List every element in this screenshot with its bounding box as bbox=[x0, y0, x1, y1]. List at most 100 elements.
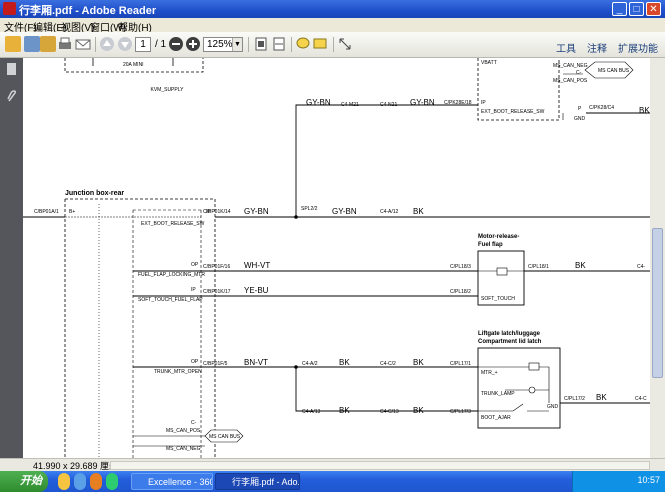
comment-link[interactable]: 注释 bbox=[587, 44, 607, 55]
bottom-c-minus: C- bbox=[191, 420, 197, 426]
close-button[interactable]: ✕ bbox=[646, 2, 661, 16]
row3-dir: IP bbox=[191, 287, 196, 293]
task-adobe-reader[interactable]: 行李厢.pdf - Ado... bbox=[215, 473, 300, 490]
row4-wire: BN-VT bbox=[244, 358, 268, 367]
row2-signal: FUEL_FLAP_LOCKING_MTR bbox=[138, 272, 205, 278]
row2-dir: OP bbox=[191, 262, 199, 268]
row5-c2: C4-C/13 bbox=[380, 409, 399, 415]
menu-window[interactable]: 窗口(W) bbox=[90, 23, 127, 34]
liftgate-edge: C4-C bbox=[635, 396, 647, 402]
row4-dir: OP bbox=[191, 359, 199, 365]
next-page-icon[interactable] bbox=[117, 36, 133, 52]
firefox-icon[interactable] bbox=[90, 473, 102, 490]
page-number-input[interactable]: 1 bbox=[135, 37, 151, 52]
row5-c1: C4-A/13 bbox=[302, 409, 321, 415]
system-tray: 10:57 bbox=[572, 471, 665, 492]
kvm-supply-label: KVM_SUPPLY bbox=[151, 87, 185, 93]
fit-page-icon[interactable] bbox=[253, 36, 269, 52]
row4-c1: C4-A/2 bbox=[302, 361, 318, 367]
clock: 10:57 bbox=[637, 475, 660, 485]
ie-icon[interactable] bbox=[74, 473, 86, 490]
ms-can-neg-label: MS_CAN_NEG bbox=[553, 63, 588, 69]
pages-icon[interactable] bbox=[6, 63, 17, 76]
toolbar: 1 / 1 125%▼ 工具 注释 扩展功能 bbox=[0, 32, 665, 58]
chevron-down-icon[interactable]: ▼ bbox=[232, 38, 242, 51]
previous-page-icon[interactable] bbox=[99, 36, 115, 52]
row2-dest: C/PL18/3 bbox=[450, 264, 471, 270]
row5-w2: BK bbox=[413, 406, 424, 415]
horizontal-scrollbar[interactable] bbox=[110, 461, 650, 470]
liftgate-out: C/PL17/2 bbox=[564, 396, 585, 402]
liftgate-lamp: TRUNK_LAMP bbox=[481, 391, 515, 397]
menu-edit[interactable]: 编辑(E) bbox=[33, 23, 67, 34]
task-excellence[interactable]: Excellence - 360... bbox=[131, 473, 213, 490]
junction-wire2: GY-BN bbox=[332, 207, 357, 216]
row4-w1: BK bbox=[339, 358, 350, 367]
fuel-flap-title1: Motor-release- bbox=[478, 234, 519, 240]
vertical-scrollbar[interactable] bbox=[650, 58, 665, 460]
extend-link[interactable]: 扩展功能 bbox=[618, 44, 658, 55]
row3-wire: YE-BU bbox=[244, 286, 269, 295]
scroll-thumb[interactable] bbox=[652, 228, 663, 378]
junction-ip: IP bbox=[206, 209, 211, 215]
adobe-reader-icon bbox=[3, 2, 16, 15]
ms-can-pos-label: MS_CAN_POS bbox=[553, 78, 588, 84]
liftgate-wire: BK bbox=[596, 393, 607, 402]
right-wire-label: BK bbox=[639, 106, 650, 115]
row1-wire1: GY-BN bbox=[306, 98, 331, 107]
start-button[interactable]: 开始 bbox=[0, 471, 48, 492]
edit-icon[interactable] bbox=[24, 36, 40, 52]
tools-link[interactable]: 工具 bbox=[556, 44, 576, 55]
minimize-button[interactable]: _ bbox=[612, 2, 627, 16]
junction-box-title: Junction box-rear bbox=[65, 190, 124, 197]
fit-width-icon[interactable] bbox=[271, 36, 287, 52]
comment-icon[interactable] bbox=[295, 36, 311, 52]
page-total: / 1 bbox=[155, 39, 167, 50]
create-pdf-icon[interactable] bbox=[5, 36, 21, 52]
right-conn-label: C/PK28/C4 bbox=[589, 105, 614, 111]
row3-dest: C/PL18/2 bbox=[450, 289, 471, 295]
c-minus-label: C- bbox=[576, 70, 582, 76]
row1-conn3: C/PK28E/18 bbox=[444, 100, 472, 106]
p-label: P bbox=[578, 106, 582, 112]
attachment-icon[interactable] bbox=[6, 90, 17, 103]
menu-bar: 文件(F) 编辑(E) 视图(V) 窗口(W) 帮助(H) bbox=[0, 18, 665, 34]
row1-conn1: C4-M21 bbox=[341, 102, 359, 108]
vbatt-label: VBATT bbox=[481, 60, 497, 66]
row4-w2: BK bbox=[413, 358, 424, 367]
row3-conn: C/BP01K/17 bbox=[203, 289, 231, 295]
junction-conn-visible: C/BP01K/14 bbox=[203, 209, 231, 215]
email-icon[interactable] bbox=[75, 36, 91, 52]
bottom-can-pos: MS_CAN_POS bbox=[166, 428, 201, 434]
menu-help[interactable]: 帮助(H) bbox=[118, 23, 152, 34]
zoom-out-icon[interactable] bbox=[168, 36, 184, 52]
junction-left-conn: C/BP01A/1 bbox=[34, 209, 59, 215]
row3-signal: SOFT_TOUCH_FUEL_FLAP bbox=[138, 297, 203, 303]
menu-file[interactable]: 文件(F) bbox=[4, 23, 37, 34]
document-view[interactable]: 20A MINI KVM_SUPPLY VBATT MS_CAN_NEG C- … bbox=[23, 58, 650, 458]
save-icon[interactable] bbox=[40, 36, 56, 52]
row4-signal: TRUNK_MTR_OPEN bbox=[154, 369, 202, 375]
bottom-can-neg: MS_CAN_NEG bbox=[166, 446, 201, 452]
row5-w1: BK bbox=[339, 406, 350, 415]
zoom-in-icon[interactable] bbox=[185, 36, 201, 52]
fuel-flap-edge: C4- bbox=[637, 264, 645, 270]
row4-conn: C/BP01F/5 bbox=[203, 361, 228, 367]
quick-launch-icon[interactable] bbox=[58, 473, 70, 490]
row4-dest: C/PL17/1 bbox=[450, 361, 471, 367]
fuel-flap-wire: BK bbox=[575, 261, 586, 270]
junction-signal: EXT_BOOT_RELEASE_SW bbox=[141, 221, 205, 227]
full-screen-icon[interactable] bbox=[337, 36, 353, 52]
highlight-icon[interactable] bbox=[312, 36, 328, 52]
menu-view[interactable]: 视图(V) bbox=[61, 23, 95, 34]
maximize-button[interactable]: □ bbox=[629, 2, 644, 16]
fuel-flap-out: C/PL18/1 bbox=[528, 264, 549, 270]
zoom-select[interactable]: 125%▼ bbox=[203, 37, 243, 52]
junction-c4: C4-A/12 bbox=[380, 209, 399, 215]
splice-label: SPL2/2 bbox=[301, 206, 318, 212]
bottom-can-bus: MS CAN BUS bbox=[209, 434, 241, 440]
chrome-icon[interactable] bbox=[106, 473, 118, 490]
liftgate-gnd: GND bbox=[547, 404, 559, 410]
title-bar: 行李厢.pdf - Adobe Reader _ □ ✕ bbox=[0, 0, 665, 18]
print-icon[interactable] bbox=[57, 36, 73, 52]
